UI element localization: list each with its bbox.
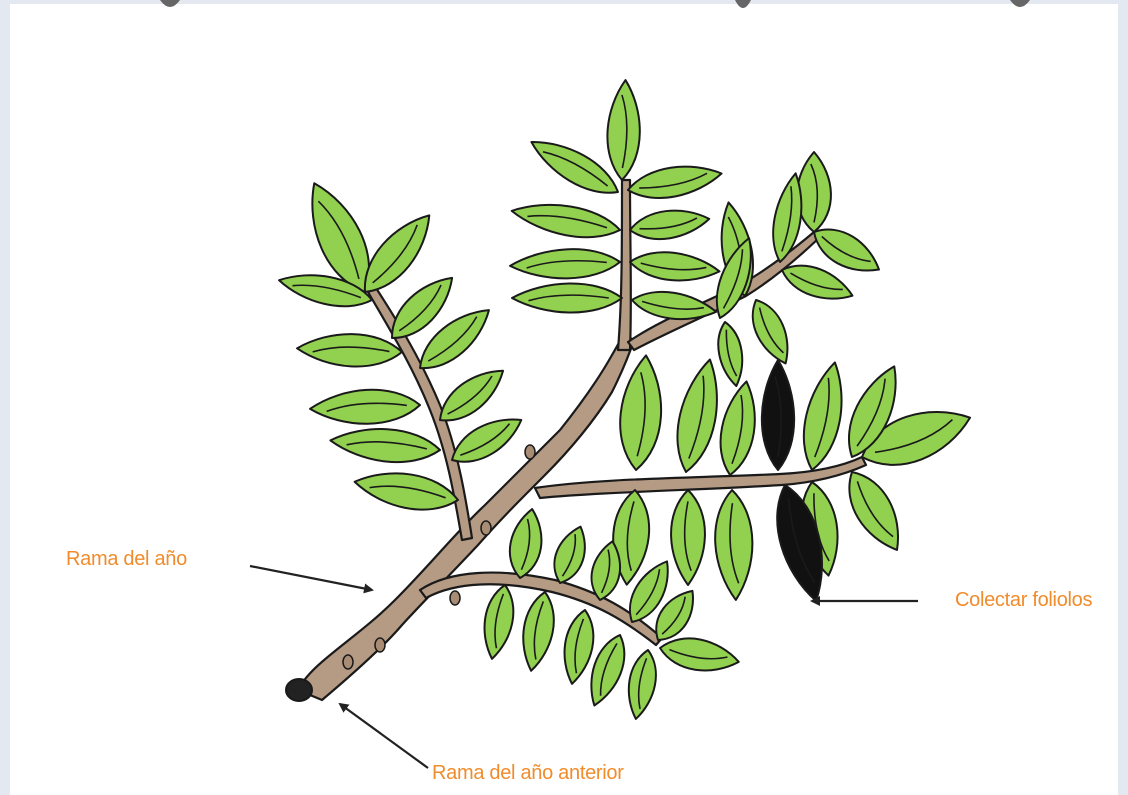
leaflet: [628, 205, 711, 243]
leaflet-blade: [669, 356, 728, 476]
leaflet-blade: [623, 648, 661, 721]
leaflet-blade: [509, 197, 622, 245]
label-current-year-branch: Rama del año: [66, 548, 187, 571]
leaflet: [797, 152, 831, 232]
leaflet: [329, 424, 441, 466]
leaflet-blade: [616, 354, 666, 472]
branch-bud: [343, 655, 353, 669]
leaflet-blade: [713, 489, 754, 600]
leaflet: [762, 360, 794, 470]
branch-bud: [375, 638, 385, 652]
leaflet-blade: [630, 287, 718, 324]
branch-bud: [481, 521, 491, 535]
leaflet: [606, 79, 642, 180]
leaflet: [478, 583, 518, 662]
leaflet: [714, 320, 748, 388]
leaflet-blade: [517, 589, 560, 673]
leaflet-blade: [547, 522, 593, 588]
leaflet: [547, 522, 593, 588]
leaflet-blade: [714, 320, 748, 388]
branch-cut-end: [286, 679, 312, 701]
leaflet: [509, 197, 622, 245]
leaflet-blade: [510, 247, 621, 280]
leaflet-blade: [795, 359, 851, 474]
leaflet-blade: [297, 332, 403, 368]
leaflet: [623, 648, 661, 721]
label-previous-year-branch: Rama del año anterior: [432, 762, 624, 785]
leaflet: [616, 354, 666, 472]
leaflet: [352, 465, 461, 517]
cropped-title-fragments: [160, 0, 1030, 8]
leaflet-blade: [625, 159, 724, 204]
leaflet-blade: [478, 583, 518, 662]
label-arrow: [340, 704, 428, 768]
branch-bud: [525, 445, 535, 459]
leaflet: [510, 247, 621, 280]
leaflet: [669, 356, 728, 476]
branch-bud: [450, 591, 460, 605]
leaflet-blade: [657, 633, 741, 677]
leaflet-blade: [744, 294, 798, 369]
leaflet-blade: [628, 205, 711, 243]
leaflet-blade: [352, 465, 461, 517]
leaflet: [629, 248, 721, 285]
leaflet-blade: [629, 248, 721, 285]
leaflet: [714, 379, 762, 478]
leaflet-blade: [329, 424, 441, 466]
label-collect-leaflets: Colectar foliolos: [955, 589, 1092, 612]
leaflet: [713, 489, 754, 600]
leaflet-blade: [505, 506, 547, 580]
leaflet: [297, 332, 403, 368]
leaflet: [744, 294, 798, 369]
leaflet: [657, 633, 741, 677]
leaflet: [837, 463, 913, 559]
leaflet: [512, 283, 622, 312]
leaflet: [625, 159, 724, 204]
leaflet: [309, 388, 420, 426]
branch-segment: [618, 180, 631, 350]
leaflet: [505, 506, 547, 580]
leaflet: [517, 589, 560, 673]
leaflet: [671, 490, 705, 585]
leaflet: [795, 359, 851, 474]
label-arrow: [250, 566, 372, 590]
leaflet-blade: [837, 463, 913, 559]
leaflet-blade: [309, 388, 420, 426]
leaflet-blade: [714, 379, 762, 478]
leaflet: [630, 287, 718, 324]
